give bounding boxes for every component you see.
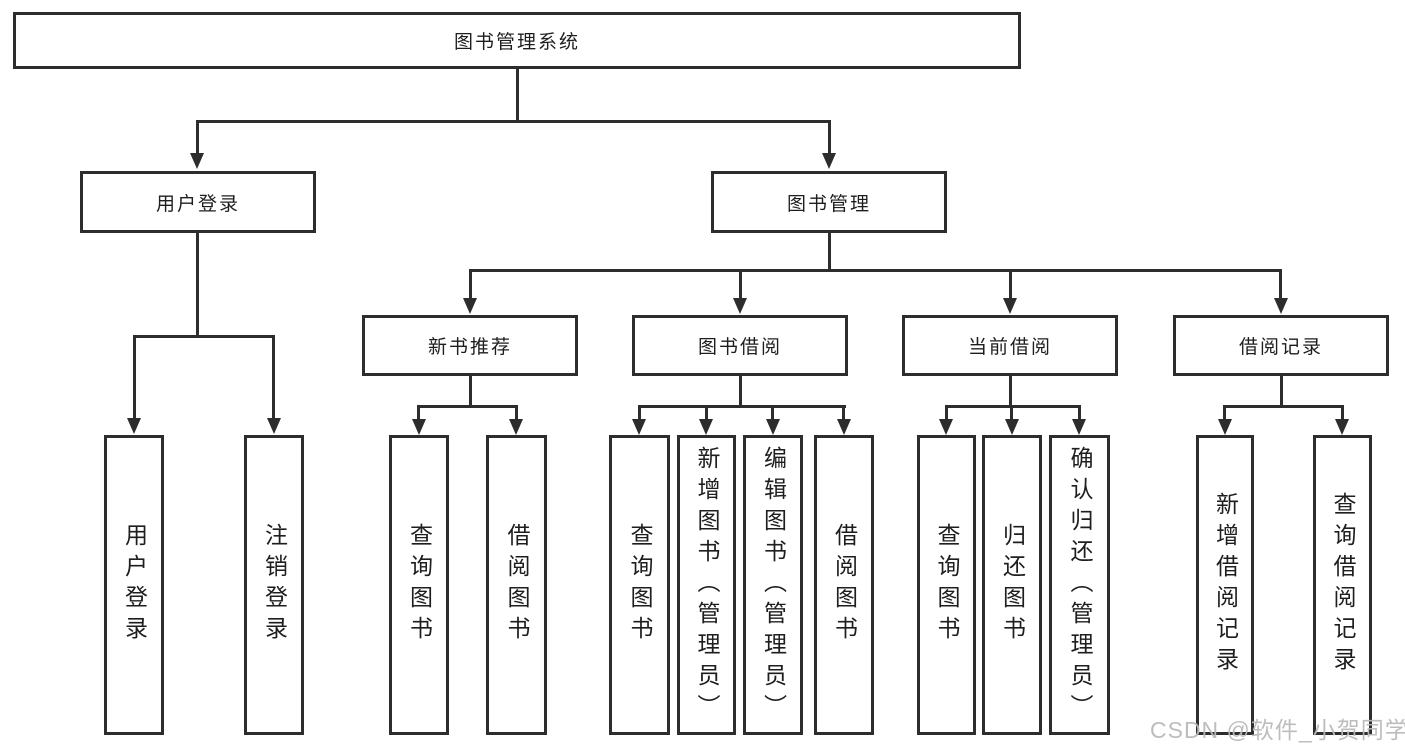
arrow-down-icon <box>127 418 141 434</box>
node-current-borrowing: 当前借阅 <box>902 315 1118 376</box>
arrow-down-icon <box>1218 419 1232 435</box>
connector <box>1341 405 1344 421</box>
connector <box>1279 269 1282 299</box>
connector <box>828 120 831 155</box>
connector <box>739 376 742 407</box>
arrow-down-icon <box>699 419 713 435</box>
leaf-borrow-books-recommend: 借阅图书 <box>486 435 547 735</box>
node-book-borrowing: 图书借阅 <box>632 315 848 376</box>
connector <box>828 233 831 271</box>
arrow-down-icon <box>632 419 646 435</box>
connector <box>638 405 846 408</box>
arrow-down-icon <box>822 153 836 169</box>
leaf-query-books-current: 查询图书 <box>917 435 976 735</box>
connector <box>417 405 420 421</box>
arrow-down-icon <box>190 153 204 169</box>
connector <box>1223 405 1226 421</box>
connector <box>1223 405 1344 408</box>
leaf-query-books-recommend: 查询图书 <box>389 435 449 735</box>
connector <box>945 405 1081 408</box>
arrow-down-icon <box>1005 419 1019 435</box>
leaf-confirm-return-admin: 确认归还（管理员） <box>1049 435 1110 735</box>
connector <box>1009 269 1012 299</box>
csdn-watermark: CSDN @软件_小贺同学 <box>1150 717 1405 743</box>
node-root: 图书管理系统 <box>13 12 1021 69</box>
node-borrowing-records: 借阅记录 <box>1173 315 1389 376</box>
connector <box>196 120 831 123</box>
arrow-down-icon <box>1274 298 1288 314</box>
connector <box>469 376 472 407</box>
connector <box>1078 405 1081 421</box>
arrow-down-icon <box>412 419 426 435</box>
arrow-down-icon <box>837 419 851 435</box>
node-new-book-recommend: 新书推荐 <box>362 315 578 376</box>
leaf-return-books: 归还图书 <box>982 435 1042 735</box>
connector <box>1009 376 1012 407</box>
leaf-edit-books-admin: 编辑图书（管理员） <box>743 435 803 735</box>
connector <box>469 269 472 299</box>
arrow-down-icon <box>1072 419 1086 435</box>
leaf-query-borrow-record: 查询借阅记录 <box>1313 435 1372 735</box>
connector <box>1010 405 1013 421</box>
arrow-down-icon <box>463 298 477 314</box>
connector <box>638 405 641 421</box>
connector <box>739 269 742 299</box>
connector <box>516 68 519 122</box>
connector <box>133 335 136 420</box>
arrow-down-icon <box>733 298 747 314</box>
connector <box>196 233 199 337</box>
arrow-down-icon <box>1335 419 1349 435</box>
connector <box>272 335 275 420</box>
leaf-borrow-books-borrowing: 借阅图书 <box>814 435 874 735</box>
connector <box>945 405 948 421</box>
arrow-down-icon <box>766 419 780 435</box>
arrow-down-icon <box>939 419 953 435</box>
leaf-query-books-borrowing: 查询图书 <box>609 435 670 735</box>
connector <box>133 335 275 338</box>
connector <box>469 269 1282 272</box>
leaf-add-books-admin: 新增图书（管理员） <box>677 435 736 735</box>
connector <box>771 405 774 421</box>
leaf-add-borrow-record: 新增借阅记录 <box>1196 435 1254 735</box>
connector <box>705 405 708 421</box>
node-user-login: 用户登录 <box>80 171 316 233</box>
arrow-down-icon <box>509 419 523 435</box>
leaf-logout: 注销登录 <box>244 435 304 735</box>
connector <box>515 405 518 421</box>
arrow-down-icon <box>267 418 281 434</box>
connector <box>842 405 845 421</box>
connector <box>417 405 518 408</box>
arrow-down-icon <box>1003 298 1017 314</box>
connector <box>196 120 199 155</box>
connector <box>1280 376 1283 407</box>
leaf-user-login: 用户登录 <box>104 435 164 735</box>
node-book-management: 图书管理 <box>711 171 947 233</box>
